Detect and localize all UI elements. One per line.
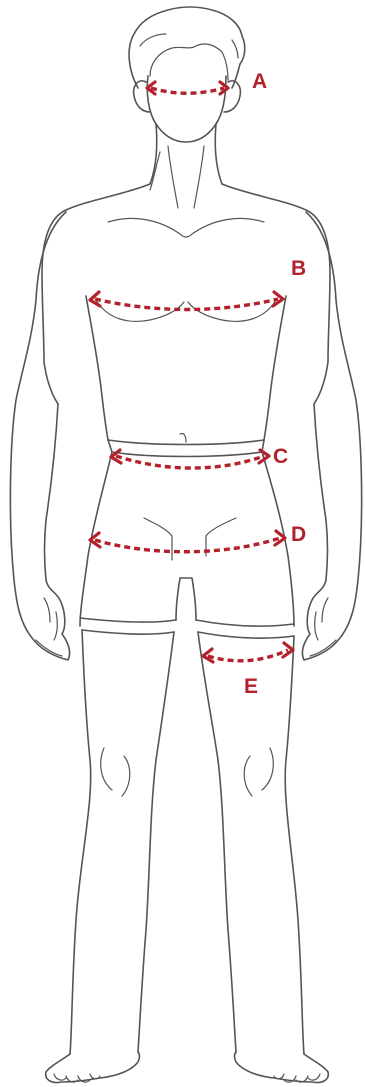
collarbone: [108, 218, 264, 237]
groin-right: [206, 518, 236, 556]
left-torso-side: [86, 296, 108, 440]
hair-fringe: [150, 44, 228, 80]
measure-line-d: [90, 531, 285, 552]
right-leg-inner: [198, 632, 236, 1052]
measure-line-c: [111, 450, 269, 468]
left-knee: [101, 748, 130, 796]
neck-outline: [150, 124, 222, 184]
measure-line-b: [90, 292, 283, 310]
right-arm-inner: [314, 404, 328, 580]
right-pec: [188, 300, 276, 321]
measure-line-e: [203, 643, 293, 662]
label-d: D: [291, 523, 306, 546]
right-torso-side: [264, 296, 286, 440]
label-a: A: [252, 70, 267, 93]
right-toes: [274, 1074, 320, 1082]
label-b: B: [291, 257, 306, 280]
measurement-lines: [90, 82, 293, 662]
measure-line-a: [147, 82, 228, 94]
measurement-labels: A B C D E: [244, 70, 306, 698]
label-e: E: [244, 675, 258, 698]
groin-left: [144, 518, 172, 560]
right-leg-outer: [285, 636, 304, 1054]
right-knee: [244, 748, 273, 796]
left-toes: [54, 1074, 100, 1082]
label-c: C: [273, 445, 288, 468]
left-arm-inner: [45, 404, 59, 580]
left-leg-outer: [70, 630, 91, 1054]
neck-muscles: [150, 146, 204, 208]
left-leg-inner: [138, 632, 174, 1052]
navel: [180, 433, 186, 442]
face-outline: [147, 76, 226, 142]
crotch: [176, 578, 196, 620]
waistband-bottom: [112, 452, 262, 457]
right-hem: [196, 620, 294, 638]
body-outline: [10, 7, 361, 1083]
left-hem: [80, 618, 176, 634]
